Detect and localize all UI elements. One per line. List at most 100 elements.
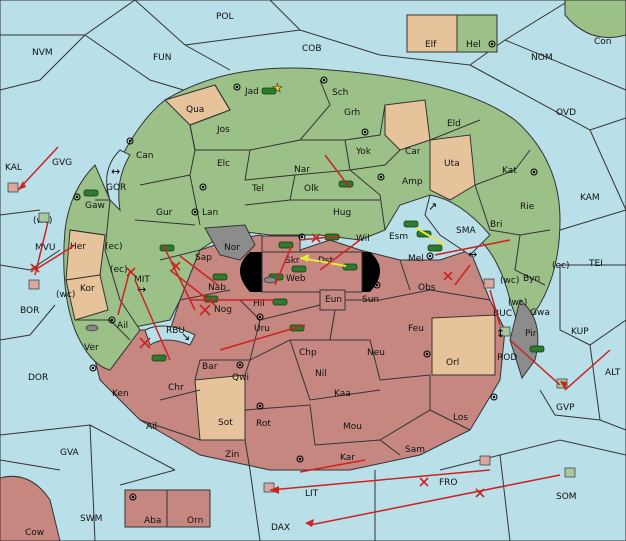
- svg-text:↕: ↕: [496, 327, 505, 340]
- svg-text:Olk: Olk: [304, 184, 320, 194]
- svg-text:Chr: Chr: [168, 383, 184, 393]
- sma-channel: [424, 194, 491, 256]
- svg-text:↔: ↔: [137, 283, 146, 296]
- territory-uta[interactable]: [429, 134, 476, 201]
- svg-text:Kor: Kor: [80, 284, 95, 294]
- svg-text:Skr: Skr: [285, 256, 300, 266]
- svg-text:KAM: KAM: [580, 193, 600, 203]
- territory-kor[interactable]: [65, 274, 109, 321]
- svg-text:Cow: Cow: [25, 528, 44, 538]
- svg-text:KUP: KUP: [571, 327, 589, 337]
- svg-text:Mel: Mel: [408, 254, 424, 264]
- svg-text:Amp: Amp: [402, 177, 423, 187]
- territory-sot[interactable]: [194, 374, 246, 441]
- svg-text:(wc): (wc): [500, 276, 519, 286]
- svg-text:Grh: Grh: [344, 108, 360, 118]
- territory-car[interactable]: [384, 99, 431, 151]
- svg-text:(ec): (ec): [110, 265, 128, 275]
- gor-channel: [106, 149, 131, 212]
- svg-text:Los: Los: [453, 413, 468, 423]
- svg-text:Can: Can: [136, 151, 154, 161]
- svg-text:(ec): (ec): [105, 242, 123, 252]
- svg-text:Con: Con: [594, 37, 612, 47]
- svg-text:Yok: Yok: [355, 147, 372, 157]
- svg-text:GOR: GOR: [106, 183, 126, 193]
- svg-text:(ec): (ec): [552, 261, 570, 271]
- territory-cow[interactable]: [0, 475, 61, 541]
- svg-text:MVU: MVU: [35, 243, 56, 253]
- svg-text:↗: ↗: [428, 200, 437, 213]
- svg-text:Uru: Uru: [254, 324, 270, 334]
- svg-text:ALT: ALT: [605, 368, 621, 378]
- star-icon: ★: [272, 81, 283, 95]
- svg-text:Eun: Eun: [325, 295, 342, 305]
- svg-text:(wc): (wc): [56, 290, 75, 300]
- svg-text:NVM: NVM: [32, 48, 53, 58]
- svg-text:Nor: Nor: [224, 243, 240, 253]
- svg-text:Elc: Elc: [217, 159, 230, 169]
- svg-text:Esm: Esm: [389, 232, 408, 242]
- svg-text:Orn: Orn: [187, 516, 203, 526]
- territory-skr-dst[interactable]: [261, 251, 363, 293]
- svg-text:Bri: Bri: [490, 220, 502, 230]
- svg-text:Sun: Sun: [362, 295, 379, 305]
- svg-text:Sam: Sam: [405, 445, 425, 455]
- svg-text:Ail: Ail: [117, 321, 128, 331]
- svg-text:Car: Car: [405, 147, 421, 157]
- svg-text:POL: POL: [216, 12, 234, 22]
- svg-text:Ken: Ken: [112, 389, 129, 399]
- svg-text:Feu: Feu: [408, 324, 424, 334]
- territory-elf[interactable]: [406, 14, 458, 53]
- svg-text:GVA: GVA: [60, 448, 80, 458]
- svg-text:LIT: LIT: [305, 489, 319, 499]
- svg-text:Sot: Sot: [218, 418, 233, 428]
- svg-text:Neu: Neu: [367, 348, 385, 358]
- svg-text:Qua: Qua: [186, 105, 204, 115]
- svg-text:Eld: Eld: [447, 119, 461, 129]
- territory-hel[interactable]: [456, 14, 498, 53]
- svg-text:Elf: Elf: [425, 40, 437, 50]
- territory-orn[interactable]: [166, 489, 211, 528]
- svg-text:Chp: Chp: [299, 348, 317, 358]
- svg-text:Jad: Jad: [244, 87, 259, 97]
- territory-her[interactable]: [65, 229, 106, 281]
- territory-eun[interactable]: [319, 289, 346, 311]
- svg-text:Kat: Kat: [502, 166, 517, 176]
- west-arc-region: [63, 164, 141, 371]
- svg-text:Her: Her: [70, 242, 86, 252]
- svg-text:BUC: BUC: [493, 309, 512, 319]
- swap-arrow-icons: ↔ ↔ ↘ ↗ ↔ ↕: [111, 165, 505, 343]
- svg-text:SOM: SOM: [556, 492, 577, 502]
- svg-text:↘: ↘: [181, 330, 190, 343]
- svg-text:DOR: DOR: [28, 373, 48, 383]
- territory-orl[interactable]: [431, 314, 496, 376]
- svg-text:Aba: Aba: [144, 516, 161, 526]
- svg-text:Lan: Lan: [202, 208, 218, 218]
- fleet-units[interactable]: [7, 182, 576, 493]
- svg-text:FUN: FUN: [153, 53, 172, 63]
- svg-text:Sch: Sch: [332, 88, 348, 98]
- svg-text:Hel: Hel: [466, 40, 481, 50]
- territory-labels: POL NVM FUN COB NOM Con OVD KAL GVG GOR …: [5, 12, 621, 538]
- svg-text:Obs: Obs: [418, 283, 436, 293]
- supply-centers: [73, 40, 538, 501]
- territory-aba[interactable]: [124, 489, 168, 528]
- svg-text:Nog: Nog: [214, 305, 232, 315]
- cut-markers: [30, 233, 485, 498]
- svg-text:Kaa: Kaa: [334, 389, 351, 399]
- svg-text:MIT: MIT: [134, 275, 150, 285]
- svg-text:Hug: Hug: [333, 208, 351, 218]
- order-arrowheads: [18, 181, 567, 527]
- svg-text:FRO: FRO: [439, 478, 458, 488]
- svg-text:Nil: Nil: [315, 369, 327, 379]
- svg-text:Nab: Nab: [208, 283, 226, 293]
- svg-text:Byn: Byn: [523, 274, 540, 284]
- svg-text:NOM: NOM: [531, 53, 553, 63]
- svg-text:Ver: Ver: [84, 343, 99, 353]
- svg-text:Rie: Rie: [520, 202, 535, 212]
- yellow-arrowheads: [300, 254, 309, 262]
- svg-text:↔: ↔: [111, 165, 120, 178]
- svg-text:COB: COB: [302, 44, 322, 54]
